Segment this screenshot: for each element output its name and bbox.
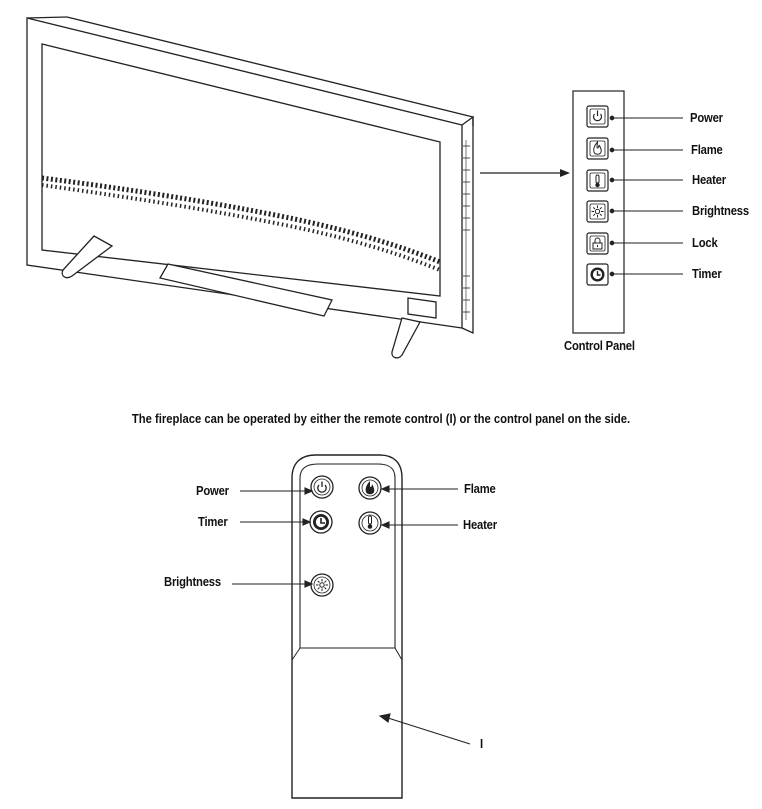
remote-label-timer: Timer (198, 515, 228, 529)
fireplace-to-panel-arrow (480, 169, 570, 177)
flame-icon (593, 140, 602, 155)
remote-callout-label: I (480, 737, 483, 751)
remote-label-heater: Heater (463, 518, 497, 532)
panel-lock-button[interactable] (586, 232, 609, 255)
remote-label-flame: Flame (464, 482, 496, 496)
panel-power-button[interactable] (586, 105, 609, 128)
panel-label-timer: Timer (692, 267, 722, 281)
caption: The fireplace can be operated by either … (131, 412, 631, 426)
thermometer-icon (367, 515, 373, 529)
remote-timer-button[interactable] (309, 510, 333, 534)
timer-icon (313, 514, 329, 530)
remote-flame-button[interactable] (358, 476, 382, 500)
timer-icon (590, 267, 605, 282)
remote-power-button[interactable] (310, 475, 334, 499)
remote-label-power: Power (196, 484, 229, 498)
power-icon (317, 481, 327, 493)
power-icon (592, 110, 603, 122)
thermometer-icon (595, 174, 600, 188)
panel-leader-lines (609, 115, 683, 277)
panel-label-heater: Heater (692, 173, 726, 187)
brightness-icon (316, 579, 328, 591)
control-panel-title: Control Panel (564, 339, 635, 353)
panel-timer-button[interactable] (586, 263, 609, 286)
remote-brightness-button[interactable] (310, 573, 334, 597)
remote-control (232, 454, 471, 799)
control-panel (572, 90, 683, 334)
remote-leader-lines (232, 485, 471, 745)
panel-label-flame: Flame (691, 143, 723, 157)
panel-label-lock: Lock (692, 236, 718, 250)
lock-icon (592, 237, 603, 250)
remote-heater-button[interactable] (358, 511, 382, 535)
panel-heater-button[interactable] (586, 169, 609, 192)
fireplace-illustration (26, 16, 474, 359)
panel-label-brightness: Brightness (692, 204, 749, 218)
panel-brightness-button[interactable] (586, 200, 609, 223)
brightness-icon (591, 205, 604, 218)
panel-flame-button[interactable] (586, 137, 609, 160)
flame-icon (365, 481, 375, 495)
remote-label-brightness: Brightness (164, 575, 221, 589)
panel-label-power: Power (690, 111, 723, 125)
